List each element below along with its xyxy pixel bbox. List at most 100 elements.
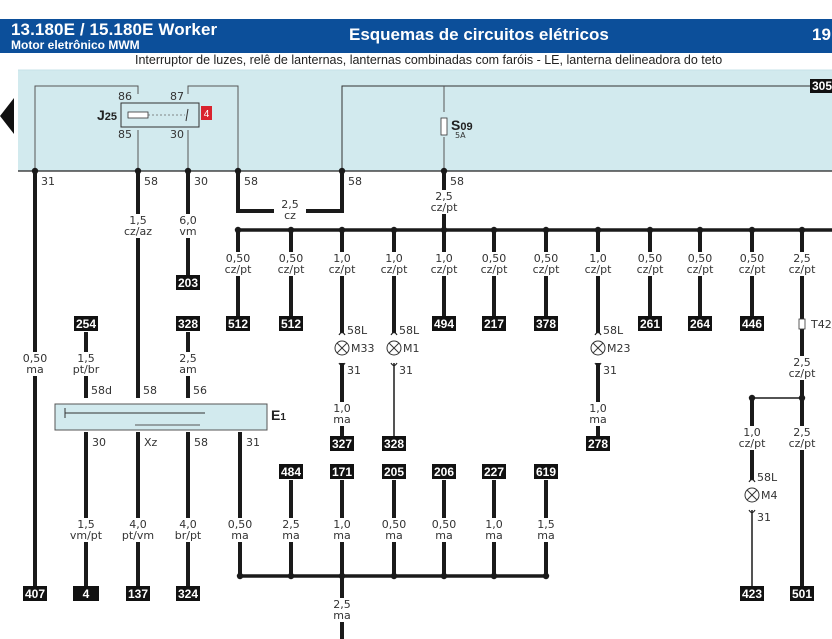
label-bg — [172, 518, 204, 542]
ref-tag-254[interactable] — [74, 316, 98, 331]
relay-j25[interactable]: J25 86 87 85 30 4 — [97, 90, 212, 141]
ref-tag-378[interactable] — [534, 316, 558, 331]
switch-out-2-gauge: 4,0 — [179, 518, 197, 531]
branch-8-gauge: 1,0 — [589, 252, 607, 265]
branch-4-color: cz/pt — [381, 263, 409, 276]
ref-tag-278-text: 278 — [588, 437, 608, 451]
ref-tag-501[interactable] — [790, 586, 814, 601]
ground-input-206-color: ma — [435, 529, 452, 542]
ref-tag-217[interactable] — [482, 316, 506, 331]
section-title: Esquemas de circuitos elétricos — [349, 25, 609, 44]
terminal-58: 58 — [244, 175, 258, 188]
connector-t42-label: T42/ — [810, 318, 832, 331]
branch-9-gauge: 0,50 — [638, 252, 663, 265]
ref-tag-407[interactable] — [23, 586, 47, 601]
junction-dot — [440, 572, 448, 580]
wire-fuse-out-gauge: 2,5 — [435, 190, 453, 203]
wire-bridge-color: cz — [284, 209, 296, 222]
ground-input-227-color: ma — [485, 529, 502, 542]
branch-6-gauge: 0,50 — [482, 252, 507, 265]
branch-3-pin-out: 31 — [347, 364, 361, 377]
ref-tag-407-text: 407 — [25, 587, 45, 601]
ref-tag-484[interactable] — [279, 464, 303, 479]
label-bg — [786, 426, 818, 450]
connector-arrow-icon — [390, 331, 398, 336]
ref-tag-328[interactable] — [176, 316, 200, 331]
branch-3-label: M33 — [351, 342, 375, 355]
ref-tag-512[interactable] — [279, 316, 303, 331]
branch-11-color: cz/pt — [739, 263, 767, 276]
ref-tag-305[interactable]: 305 — [810, 79, 832, 93]
label-bg — [172, 214, 204, 238]
ref-tag-324[interactable] — [176, 586, 200, 601]
ref-tag-264[interactable] — [688, 316, 712, 331]
ref-tag-446-text: 446 — [742, 317, 762, 331]
ref-tag-278[interactable] — [586, 436, 610, 451]
ref-tag-512[interactable] — [226, 316, 250, 331]
ref-tag-494[interactable] — [432, 316, 456, 331]
branch-12-color: cz/pt — [789, 263, 817, 276]
ground-input-484-color: ma — [282, 529, 299, 542]
ref-tag-484-text: 484 — [281, 465, 301, 479]
ref-tag-261-text: 261 — [640, 317, 660, 331]
ref-tag-171-text: 171 — [332, 465, 352, 479]
ref-tag-494-text: 494 — [434, 317, 454, 331]
ref-tag-205[interactable] — [382, 464, 406, 479]
diagram-title-bar: Interruptor de luzes, relê de lanternas,… — [0, 53, 832, 69]
pin-30: 30 — [170, 128, 184, 141]
switch-pin-top-58: 58 — [143, 384, 157, 397]
lamp-cross — [592, 342, 604, 354]
label-bg — [274, 198, 306, 222]
label-bg — [326, 402, 358, 426]
label-bg — [786, 252, 818, 276]
ref-tag-137-text: 137 — [128, 587, 148, 601]
branch-8-out-color: ma — [589, 413, 606, 426]
roof-lamp-gauge: 1,0 — [743, 426, 761, 439]
ref-tag-619[interactable] — [534, 464, 558, 479]
ref-tag-206[interactable] — [432, 464, 456, 479]
wire-56-color: am — [179, 363, 196, 376]
ref-tag-378-text: 378 — [536, 317, 556, 331]
page-number: 19 — [812, 25, 831, 44]
branch-4-gauge: 1,0 — [385, 252, 403, 265]
ref-tag-328[interactable] — [382, 436, 406, 451]
light-switch-e1[interactable] — [54, 403, 268, 431]
connector-arrow-icon — [748, 478, 756, 483]
ref-tag-423[interactable] — [740, 586, 764, 601]
diagram-title: Interruptor de luzes, relê de lanternas,… — [135, 53, 723, 67]
fuse-s09[interactable]: S09 5A — [440, 117, 473, 140]
connector-t42-icon[interactable] — [798, 318, 806, 330]
ref-tag-501-text: 501 — [792, 587, 812, 601]
branch-11-gauge: 0,50 — [740, 252, 765, 265]
right-out-color: cz/pt — [789, 437, 817, 450]
switch-pin-bottom-58: 58 — [194, 436, 208, 449]
branch-10-gauge: 0,50 — [688, 252, 713, 265]
branch-8-pin-in: 58L — [603, 324, 624, 337]
ref-tag-4[interactable] — [73, 586, 99, 601]
ref-tag-203[interactable] — [176, 275, 200, 290]
switch-out-0-color: vm/pt — [70, 529, 103, 542]
branch-2-color: cz/pt — [278, 263, 306, 276]
ref-tag-512-text: 512 — [228, 317, 248, 331]
ref-tag-327[interactable] — [330, 436, 354, 451]
junction-dot — [390, 572, 398, 580]
branch-8-color: cz/pt — [585, 263, 613, 276]
svg-text:305: 305 — [812, 79, 832, 93]
ref-tag-446[interactable] — [740, 316, 764, 331]
ref-tag-171[interactable] — [330, 464, 354, 479]
label-bg — [378, 518, 410, 542]
ref-tag-327-text: 327 — [332, 437, 352, 451]
label-bg — [326, 598, 358, 622]
ref-tag-261[interactable] — [638, 316, 662, 331]
switch-out-1-gauge: 4,0 — [129, 518, 147, 531]
label-bg — [122, 518, 154, 542]
ref-tag-206-text: 206 — [434, 465, 454, 479]
triangle-left-icon[interactable] — [0, 98, 14, 134]
label-bg — [326, 252, 358, 276]
ref-tag-137[interactable] — [126, 586, 150, 601]
junction-dot — [798, 394, 806, 402]
fuse-label: S09 — [451, 117, 473, 133]
ref-tag-264-text: 264 — [690, 317, 710, 331]
label-bg — [172, 352, 204, 376]
ref-tag-227[interactable] — [482, 464, 506, 479]
